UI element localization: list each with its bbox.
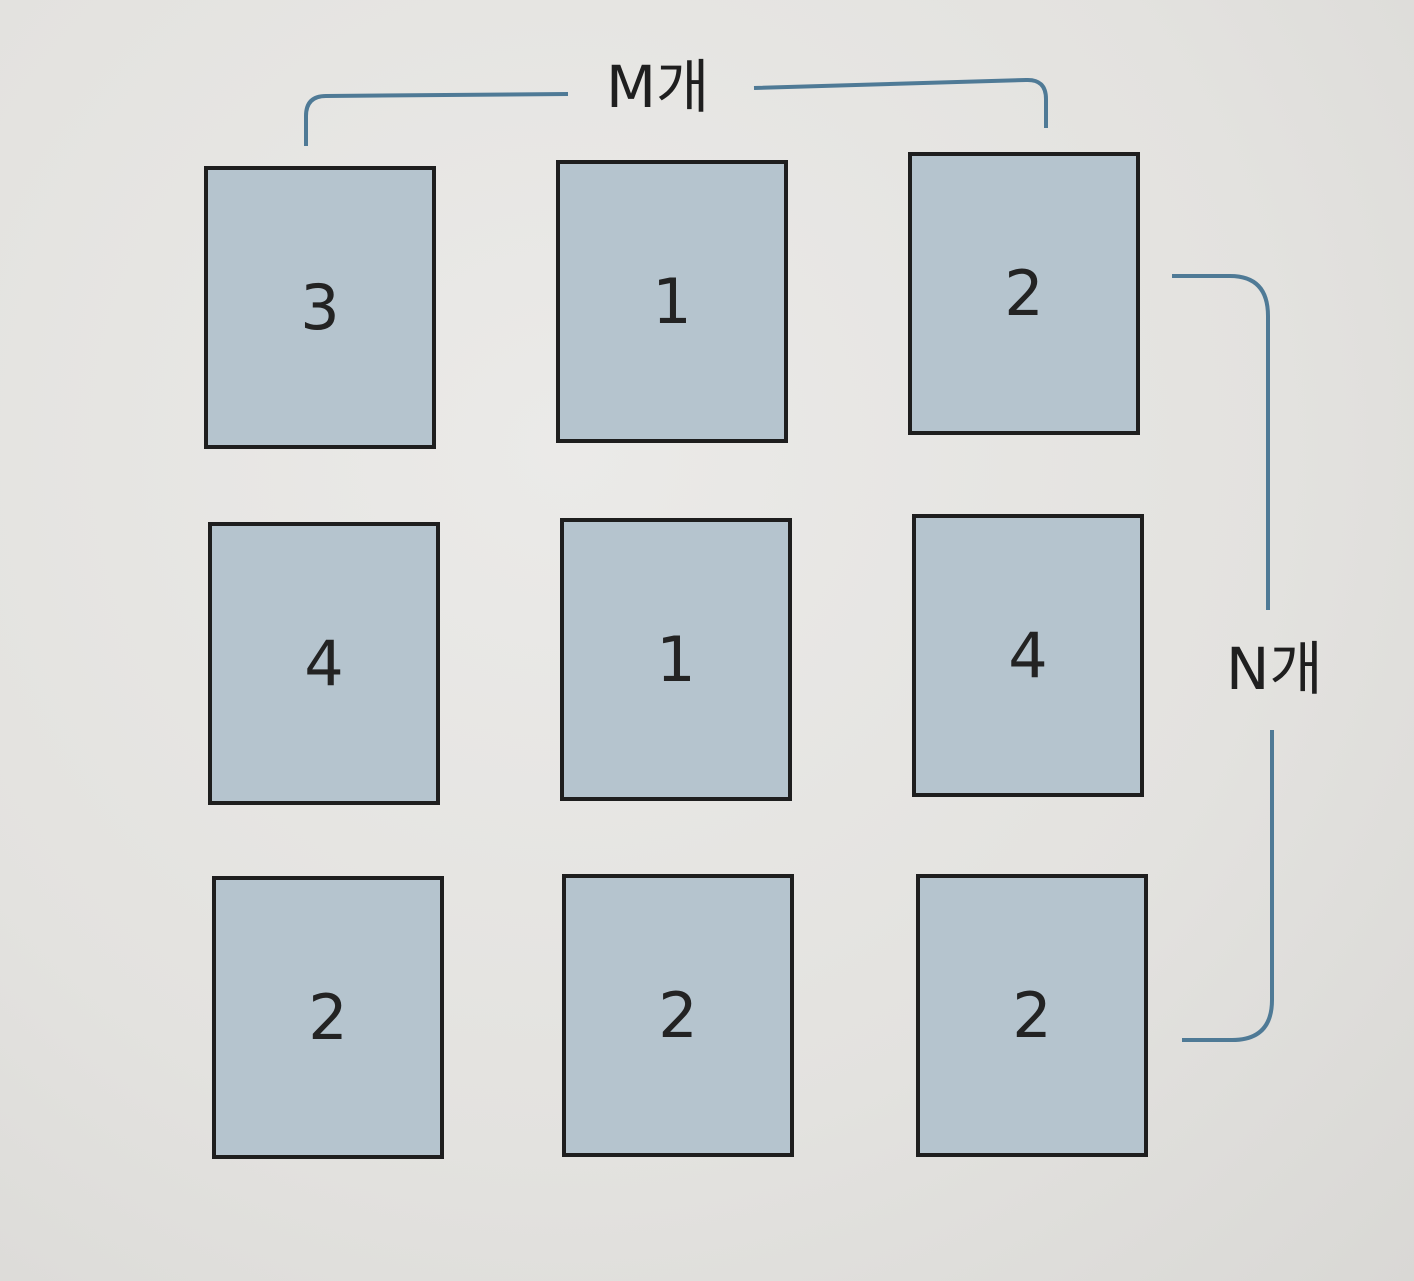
card-r1-c1: 3 — [204, 166, 436, 449]
card-r3-c2: 2 — [562, 874, 794, 1157]
card-r2-c3: 4 — [912, 514, 1144, 797]
card-r3-c1: 2 — [212, 876, 444, 1159]
card-value: 2 — [658, 978, 698, 1052]
rows-count-label: N개 — [1226, 635, 1323, 703]
top-bracket-right — [753, 77, 1048, 128]
card-value: 1 — [656, 622, 696, 696]
card-value: 4 — [304, 626, 344, 700]
card-value: 2 — [1004, 256, 1044, 330]
card-value: 2 — [1012, 978, 1052, 1052]
columns-count-label: M개 — [606, 53, 710, 121]
card-value: 3 — [300, 270, 340, 344]
top-bracket-left — [304, 92, 569, 146]
card-r1-c3: 2 — [908, 152, 1140, 435]
card-value: 2 — [308, 980, 348, 1054]
right-bracket-bottom — [1182, 730, 1274, 1042]
card-r2-c2: 1 — [560, 518, 792, 801]
card-r3-c3: 2 — [916, 874, 1148, 1157]
right-bracket-top — [1172, 274, 1270, 610]
card-value: 4 — [1008, 618, 1048, 692]
card-r1-c2: 1 — [556, 160, 788, 443]
card-value: 1 — [652, 264, 692, 338]
card-r2-c1: 4 — [208, 522, 440, 805]
